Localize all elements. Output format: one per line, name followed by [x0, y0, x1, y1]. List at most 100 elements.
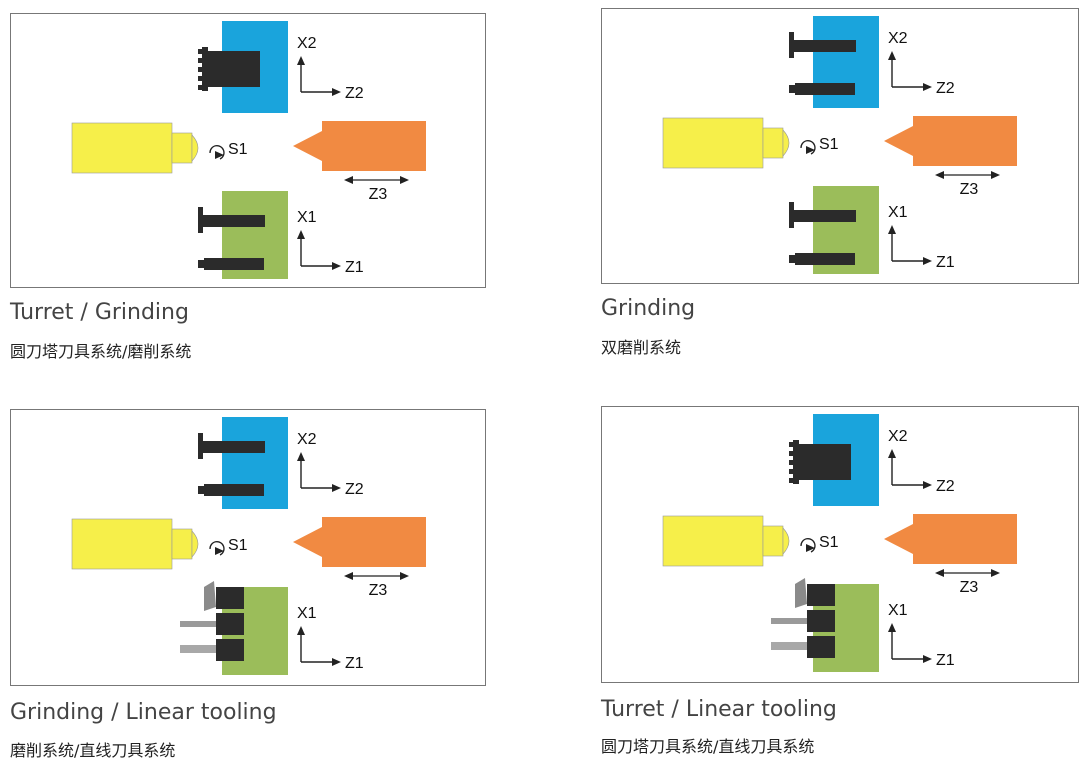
upper-turret-body — [799, 444, 851, 480]
upper-turret-tooth — [198, 85, 203, 90]
lower-z-label: Z1 — [345, 655, 364, 672]
lower-nub — [789, 255, 795, 263]
upper-turret-tooth — [789, 469, 794, 474]
upper-turret-tooth — [198, 58, 203, 63]
main-spindle — [662, 515, 764, 567]
lower-z-label: Z1 — [936, 652, 955, 669]
spindle-nose — [171, 132, 193, 164]
z3-arrowhead-left — [935, 171, 944, 179]
caption-english: Turret / Grinding — [10, 300, 189, 325]
upper-turret-tooth — [789, 451, 794, 456]
spindle-label: S1 — [819, 534, 839, 551]
z3-arrowhead-left — [344, 572, 353, 580]
lower-z-arrowhead — [923, 257, 932, 265]
tailstock — [913, 116, 1017, 166]
main-spindle — [71, 518, 173, 570]
lower-tap — [180, 645, 216, 653]
lower-spindle-bar-1 — [203, 215, 265, 227]
lower-holder-3 — [807, 636, 835, 658]
lower-holder-1 — [216, 587, 244, 609]
z3-label: Z3 — [369, 582, 388, 599]
z3-arrowhead-right — [991, 171, 1000, 179]
upper-spindle-bar-2 — [204, 484, 264, 496]
spindle-chuck — [782, 527, 790, 555]
spindle-chuck — [191, 530, 199, 558]
upper-z-arrowhead — [923, 481, 932, 489]
lower-insert — [204, 581, 216, 611]
z3-label: Z3 — [960, 181, 979, 198]
upper-turret-tooth — [198, 76, 203, 81]
upper-turret-tooth — [789, 478, 794, 483]
lower-x-label: X1 — [888, 204, 908, 221]
main-spindle — [71, 122, 173, 174]
tailstock-center — [884, 524, 913, 554]
caption-english: Grinding — [601, 296, 696, 321]
upper-z-arrowhead — [332, 484, 341, 492]
rotation-arrowhead — [806, 146, 815, 154]
rotation-arrow — [209, 145, 225, 160]
upper-turret-tooth — [789, 460, 794, 465]
upper-turret-disc — [202, 47, 208, 91]
upper-x-label: X2 — [297, 35, 317, 52]
z3-arrowhead-right — [400, 176, 409, 184]
lower-x-label: X1 — [297, 209, 317, 226]
spindle-chuck — [191, 134, 199, 162]
z3-arrowhead-left — [935, 569, 944, 577]
lower-x-label: X1 — [888, 602, 908, 619]
upper-wheel — [789, 32, 794, 58]
lower-wheel — [789, 202, 794, 228]
caption-english: Turret / Linear tooling — [601, 697, 837, 722]
lower-holder-3 — [216, 639, 244, 661]
spindle-nose — [762, 127, 784, 159]
lower-tap — [771, 642, 807, 650]
upper-x-label: X2 — [888, 428, 908, 445]
upper-z-label: Z2 — [936, 478, 955, 495]
spindle-label: S1 — [228, 537, 248, 554]
upper-wheel — [198, 433, 203, 459]
lower-wheel — [198, 207, 203, 233]
lower-x-arrowhead — [888, 225, 896, 234]
spindle-label: S1 — [819, 136, 839, 153]
lower-spindle-bar-2 — [795, 253, 855, 265]
upper-x-label: X2 — [888, 30, 908, 47]
caption-chinese: 圆刀塔刀具系统/直线刀具系统 — [601, 737, 815, 756]
rotation-arrowhead — [215, 151, 224, 159]
spindle-nose — [171, 528, 193, 560]
upper-z-label: Z2 — [936, 80, 955, 97]
tailstock-center — [293, 527, 322, 557]
rotation-arrow — [800, 538, 816, 553]
upper-x-arrowhead — [888, 449, 896, 458]
lower-z-arrowhead — [332, 262, 341, 270]
upper-turret-body — [208, 51, 260, 87]
tailstock — [322, 121, 426, 171]
lower-drill — [771, 618, 807, 624]
spindle-label: S1 — [228, 141, 248, 158]
z3-label: Z3 — [960, 579, 979, 596]
tailstock-center — [884, 126, 913, 156]
upper-nub — [789, 85, 795, 93]
z3-arrowhead-right — [400, 572, 409, 580]
upper-turret-tooth — [789, 442, 794, 447]
upper-turret-disc — [793, 440, 799, 484]
tailstock — [322, 517, 426, 567]
upper-spindle-bar-2 — [795, 83, 855, 95]
tailstock-center — [293, 131, 322, 161]
lower-x-arrowhead — [297, 230, 305, 239]
spindle-nose — [762, 525, 784, 557]
lower-spindle-bar-1 — [794, 210, 856, 222]
lower-z-arrowhead — [923, 655, 932, 663]
z3-arrowhead-right — [991, 569, 1000, 577]
upper-x-label: X2 — [297, 431, 317, 448]
lower-z-label: Z1 — [936, 254, 955, 271]
main-spindle — [662, 117, 764, 169]
lower-insert — [795, 578, 807, 608]
lower-z-arrowhead — [332, 658, 341, 666]
lower-nub — [198, 260, 204, 268]
caption-english: Grinding / Linear tooling — [10, 700, 277, 725]
